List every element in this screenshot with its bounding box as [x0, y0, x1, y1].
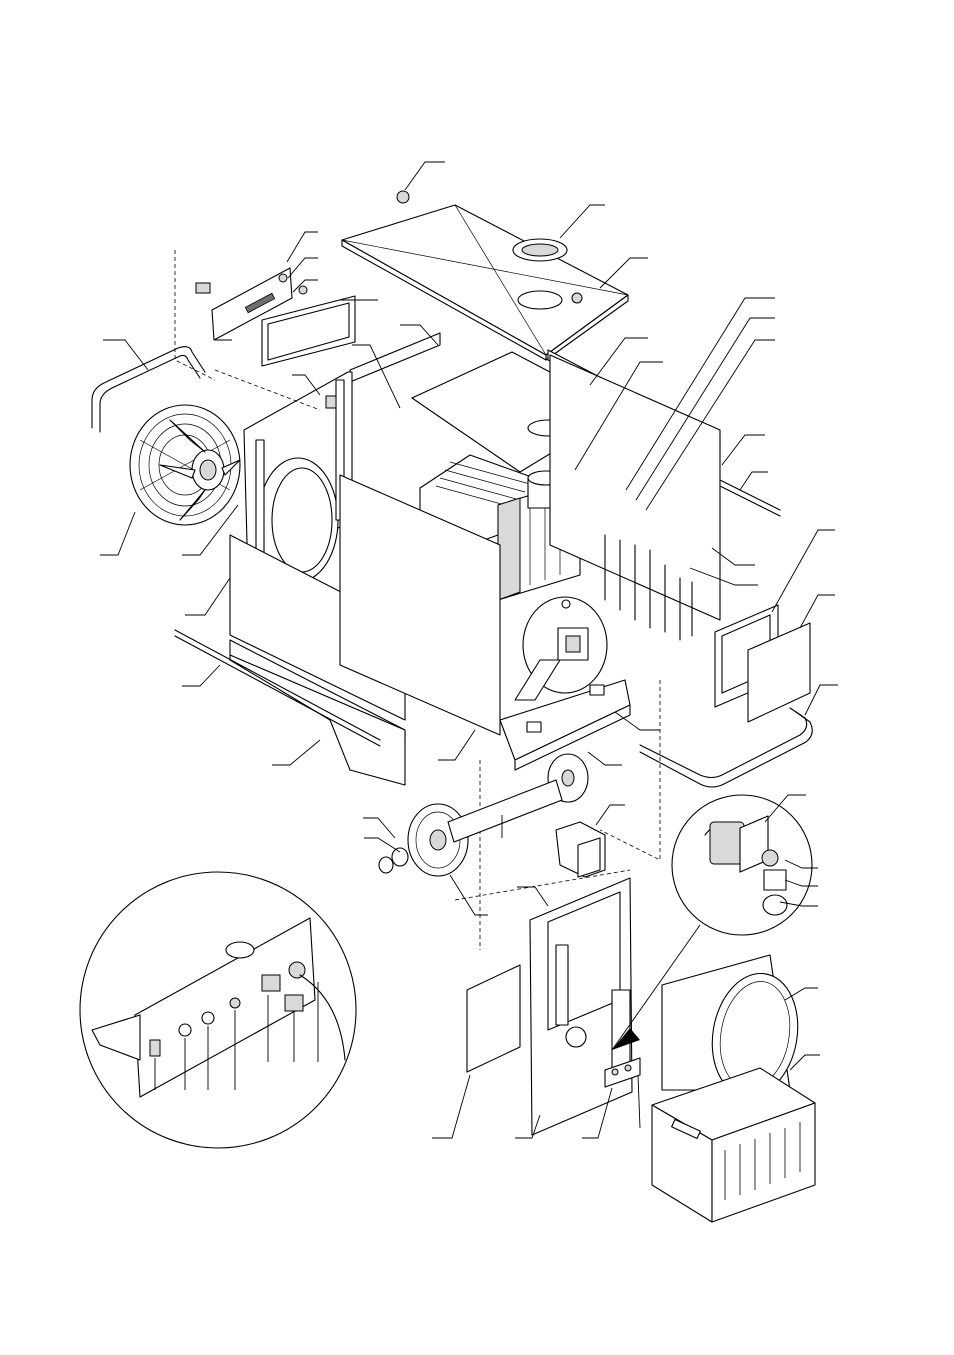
detail-circle-control-panel [79, 871, 357, 1149]
rod-left [174, 629, 381, 747]
leader-lines [100, 161, 838, 1139]
front-frame [243, 371, 353, 583]
base-frame [499, 679, 631, 771]
burner-tubes [604, 534, 693, 641]
detail-circle-fuel-pump [611, 794, 813, 1051]
support-bracket [555, 821, 606, 878]
center-side-panel [339, 474, 501, 736]
burner-housing [514, 596, 608, 701]
fan-guard [129, 404, 241, 526]
axle [447, 779, 563, 843]
fan-hub [159, 419, 241, 521]
hub-washer [378, 847, 409, 874]
rear-cover-plate [466, 964, 521, 1073]
right-side-panel [549, 354, 721, 621]
rear-panel [529, 877, 633, 1136]
rod-right [719, 479, 781, 517]
fuel-tank [651, 1067, 816, 1223]
assembly-lines [174, 250, 661, 950]
access-panel [747, 622, 811, 723]
handle-right [639, 707, 813, 788]
rear-bracket [604, 1057, 641, 1088]
handle-left [91, 346, 206, 433]
top-cover [341, 190, 629, 361]
duct-adapter [661, 954, 799, 1098]
control-panel [195, 267, 356, 409]
